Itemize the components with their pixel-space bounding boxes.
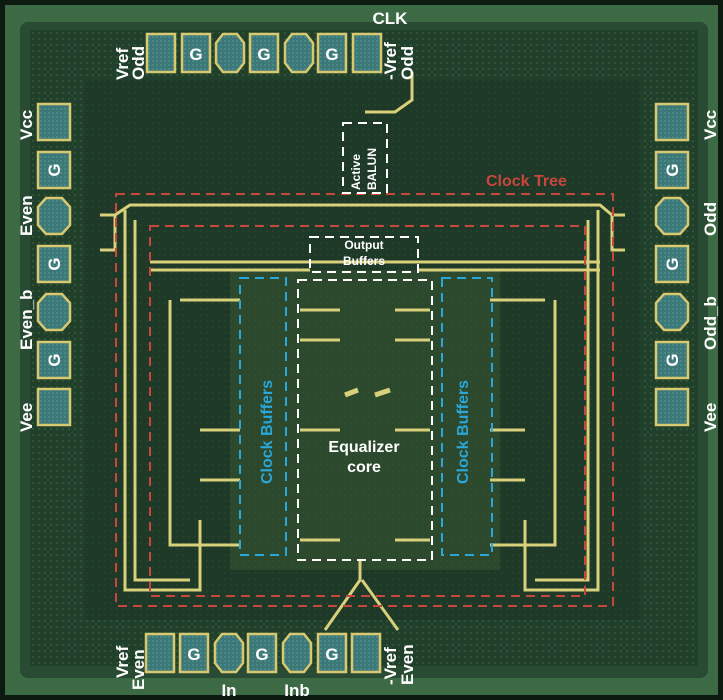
ground-label: G [663,353,682,366]
ground-label: G [325,645,338,664]
ground-label: G [187,645,200,664]
neg-vref-even-label-1: -Vref [381,647,400,685]
neg-vref-even-label-2: Even [398,644,417,685]
pad-ground [654,244,690,284]
pad-even [36,196,72,236]
top-pad-row [145,32,383,74]
output-buffers-label-2: Buffers [343,254,385,268]
vref-odd-label-1: Vref [113,48,132,80]
left-pad-column [36,102,72,427]
ground-label: G [45,353,64,366]
equalizer-core-outline [297,279,433,561]
pad-ground [248,32,280,74]
pad-ground [36,340,72,380]
pad-ground [654,340,690,380]
output-buffers-outline [309,236,419,273]
pad-odd [654,196,690,236]
active-balun-label-1: Active [349,154,363,190]
pad-octagon [214,32,246,74]
vcc-right-label: Vcc [701,110,720,140]
odd-b-label: Odd_b [701,296,720,350]
pad-vcc [36,102,72,142]
pad-even-b [36,292,72,332]
core-center [230,270,500,570]
active-balun-label-2: BALUN [365,148,379,190]
clk-label: CLK [373,9,409,28]
pad-ground [36,244,72,284]
ground-label: G [45,257,64,270]
vcc-left-label: Vcc [17,110,36,140]
even-label: Even [17,195,36,236]
vee-right-label: Vee [701,403,720,432]
pad-ground [316,32,348,74]
active-balun-outline [342,122,388,194]
pad-ground [36,150,72,190]
output-buffers-label-1: Output [344,238,383,252]
vref-odd-label-2: Odd [129,46,148,80]
vref-even-label-2: Even [129,649,148,690]
in-label: In [221,681,236,700]
equalizer-label-2: core [347,459,381,476]
neg-vref-odd-label-1: -Vref [381,42,400,80]
ground-label: G [325,45,338,64]
pad-odd-b [654,292,690,332]
pad-vee [36,387,72,427]
pad-neg-vref-even [350,632,382,674]
pad-ground [246,632,278,674]
metal-traces [100,72,625,631]
clock-buffers-right-outline [441,277,493,556]
pad-inb [281,632,313,674]
inb-label: Inb [284,681,310,700]
clock-buffers-left-label: Clock Buffers [259,380,276,484]
pad-ground [178,632,210,674]
bottom-pad-row [144,632,382,674]
odd-label: Odd [701,202,720,236]
vee-left-label: Vee [17,403,36,432]
ground-label: G [663,257,682,270]
even-b-label: Even_b [17,290,36,350]
clock-buffers-right-label: Clock Buffers [455,380,472,484]
clock-tree-label: Clock Tree [486,173,567,190]
vref-even-label-1: Vref [113,646,132,678]
clock-tree-inner-outline [149,225,586,597]
ground-label: G [45,163,64,176]
pad-vref-even [144,632,176,674]
right-pad-column [654,102,690,427]
ground-label: G [189,45,202,64]
neg-vref-odd-label-2: Odd [398,46,417,80]
ground-label: G [663,163,682,176]
clock-buffers-left-outline [239,277,287,556]
pad-vref-odd [145,32,177,74]
pad-vcc [654,102,690,142]
ground-label: G [257,45,270,64]
pad-clk [283,32,315,74]
pad-vee [654,387,690,427]
pad-ground [316,632,348,674]
pad-neg-vref-odd [351,32,383,74]
pad-ground [654,150,690,190]
pad-ground [180,32,212,74]
pad-in [213,632,245,674]
ground-label: G [255,645,268,664]
equalizer-label-1: Equalizer [328,439,399,456]
